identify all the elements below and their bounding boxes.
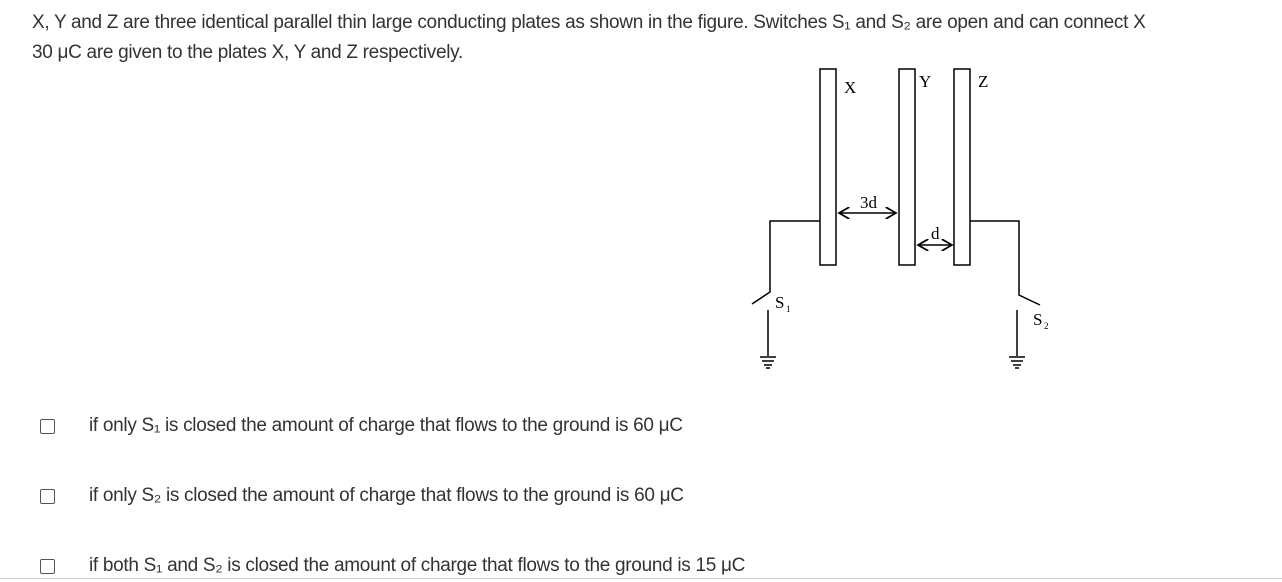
option-2[interactable]: if only S₂ is closed the amount of charg… [40,485,684,507]
label-s2: S [1033,310,1042,329]
question-text-line1: X, Y and Z are three identical parallel … [32,12,1146,33]
label-x: X [844,78,856,97]
wire-left [751,220,820,305]
option-1-label: if only S₁ is closed the amount of charg… [89,415,683,436]
label-3d: 3d [860,193,878,212]
label-s1-sub: 1 [786,304,791,314]
plate-y [898,68,916,266]
ground-icon-right [1009,356,1025,369]
option-2-label: if only S₂ is closed the amount of charg… [89,485,684,506]
option-2-checkbox[interactable] [40,488,55,504]
plate-z [953,68,971,266]
divider [0,578,1282,579]
question-text-line2: 30 μC are given to the plates X, Y and Z… [32,42,463,63]
label-d: d [931,224,940,243]
plate-x [819,68,837,266]
option-3[interactable]: if both S₁ and S₂ is closed the amount o… [40,555,745,577]
label-z: Z [978,72,988,91]
label-s2-sub: 2 [1044,321,1049,331]
option-3-label: if both S₁ and S₂ is closed the amount o… [89,555,746,576]
option-1[interactable]: if only S₁ is closed the amount of charg… [40,415,683,437]
label-y: Y [919,72,931,91]
option-3-checkbox[interactable] [40,558,55,574]
option-1-checkbox[interactable] [40,418,55,434]
wire-right [970,220,1041,306]
ground-icon-left [760,356,776,369]
label-s1: S [775,293,784,312]
